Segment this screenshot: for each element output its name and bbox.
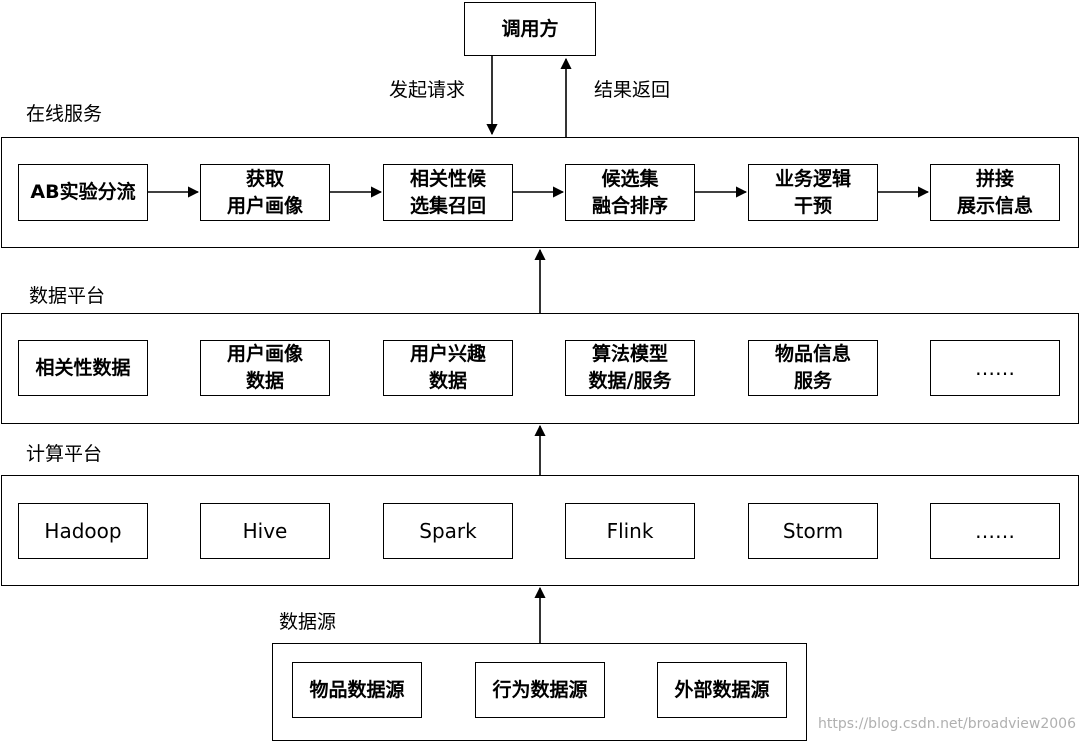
source-item-items: 物品数据源 — [292, 662, 422, 718]
source-item-behavior: 行为数据源 — [475, 662, 605, 718]
compute-item-flink: Flink — [565, 503, 695, 559]
data-item-label: 用户画像 数据 — [226, 343, 303, 392]
caller-label: 调用方 — [501, 17, 559, 40]
source-item-label: 行为数据源 — [492, 678, 588, 701]
return-label: 结果返回 — [594, 79, 671, 101]
online-step-ab-split: AB实验分流 — [18, 164, 148, 221]
compute-item-storm: Storm — [748, 503, 878, 559]
source-item-external: 外部数据源 — [657, 662, 787, 718]
data-item-model: 算法模型 数据/服务 — [565, 340, 695, 396]
compute-item-label: Spark — [419, 518, 477, 543]
data-item-relevance: 相关性数据 — [18, 340, 148, 396]
online-step-label: 候选集 融合排序 — [591, 167, 668, 217]
online-step-label: 业务逻辑 干预 — [774, 167, 851, 217]
compute-platform-title: 计算平台 — [26, 443, 103, 465]
online-step-label: 相关性候 选集召回 — [409, 167, 486, 217]
data-item-label: …… — [975, 355, 1015, 380]
data-item-label: 算法模型 数据/服务 — [588, 343, 672, 392]
source-item-label: 外部数据源 — [674, 678, 770, 701]
compute-item-more: …… — [930, 503, 1060, 559]
compute-item-hive: Hive — [200, 503, 330, 559]
online-step-rank: 候选集 融合排序 — [565, 164, 695, 221]
data-item-item-info: 物品信息 服务 — [748, 340, 878, 396]
data-platform-frame — [1, 313, 1079, 424]
online-step-recall: 相关性候 选集召回 — [383, 164, 513, 221]
data-item-label: 用户兴趣 数据 — [409, 343, 486, 392]
compute-item-label: Hadoop — [44, 518, 122, 543]
compute-item-label: Storm — [782, 518, 844, 543]
online-step-label: 拼接 展示信息 — [956, 167, 1033, 217]
data-platform-title: 数据平台 — [29, 285, 106, 307]
data-source-title: 数据源 — [279, 611, 337, 633]
online-step-assemble-display: 拼接 展示信息 — [930, 164, 1060, 221]
compute-item-label: …… — [975, 518, 1015, 543]
online-step-label: AB实验分流 — [30, 181, 136, 203]
caller-box: 调用方 — [464, 2, 596, 56]
source-item-label: 物品数据源 — [309, 678, 405, 701]
compute-item-label: Flink — [606, 518, 654, 543]
compute-item-label: Hive — [242, 518, 288, 543]
data-item-user-interest: 用户兴趣 数据 — [383, 340, 513, 396]
online-section-title: 在线服务 — [26, 103, 103, 125]
request-label: 发起请求 — [389, 79, 466, 101]
data-item-more: …… — [930, 340, 1060, 396]
data-item-label: 相关性数据 — [35, 356, 131, 379]
data-item-label: 物品信息 服务 — [774, 343, 851, 392]
compute-item-hadoop: Hadoop — [18, 503, 148, 559]
online-step-business-logic: 业务逻辑 干预 — [748, 164, 878, 221]
compute-item-spark: Spark — [383, 503, 513, 559]
online-step-fetch-profile: 获取 用户画像 — [200, 164, 330, 221]
watermark: https://blog.csdn.net/broadview2006 — [818, 716, 1076, 732]
online-step-label: 获取 用户画像 — [226, 167, 303, 217]
data-item-user-profile: 用户画像 数据 — [200, 340, 330, 396]
compute-platform-frame — [1, 475, 1079, 586]
